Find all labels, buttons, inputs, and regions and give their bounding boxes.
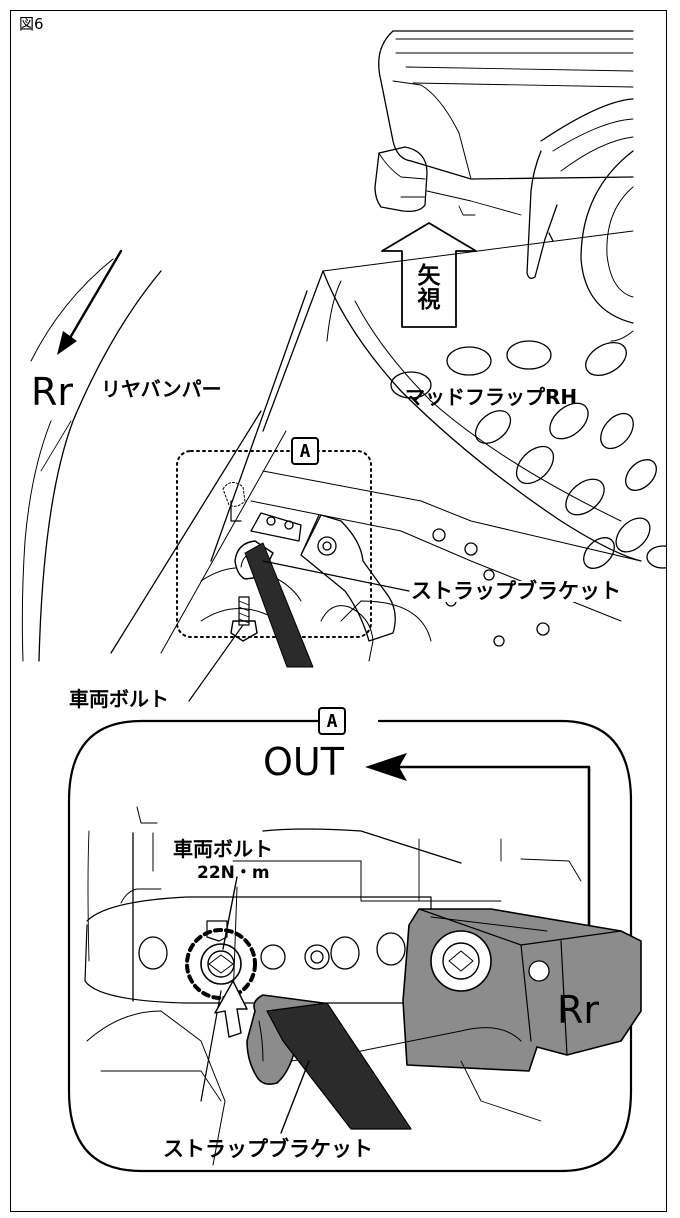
strap: [266, 1002, 412, 1130]
view-arrow-char-1: 矢: [417, 263, 441, 289]
detail-area-frame: [176, 450, 372, 638]
torque-bolt-highlight: [185, 928, 257, 1000]
vehicle-inset: [374, 30, 634, 324]
rear-bumper-label: リヤバンパー: [101, 377, 222, 401]
rear-direction-arrow: [65, 249, 123, 345]
view-arrow: [381, 222, 477, 328]
vehicle-bolt-label-top: 車両ボルト: [69, 687, 169, 711]
illustration: [21, 30, 666, 1173]
rear-direction-label-top: Rr: [31, 370, 74, 414]
rear-direction-label-detail: Rr: [557, 988, 600, 1032]
main-view: [21, 230, 666, 702]
vehicle-bolt-label-detail: 車両ボルト: [173, 837, 273, 861]
detail-marker-bottom: A: [318, 707, 346, 735]
figure-number: 図6: [19, 15, 44, 33]
strap-bracket-label-top: ストラップブラケット: [411, 579, 621, 603]
strap-bracket-label-bottom: ストラップブラケット: [163, 1137, 373, 1161]
detail-marker-top: A: [291, 437, 319, 465]
figure-frame: 図6 矢 視 Rr リヤバンパー マッドフラップRH A ストラップブラケット …: [10, 10, 667, 1212]
view-arrow-char-2: 視: [417, 287, 441, 314]
mud-flap-label: マッドフラップRH: [405, 385, 578, 409]
detail-frame: [67, 719, 633, 1173]
torque-value-label: 22N・m: [197, 863, 270, 883]
view-arrow-label: 矢 視: [414, 264, 444, 312]
out-direction-label: OUT: [263, 740, 344, 784]
detail-view: [67, 719, 642, 1173]
